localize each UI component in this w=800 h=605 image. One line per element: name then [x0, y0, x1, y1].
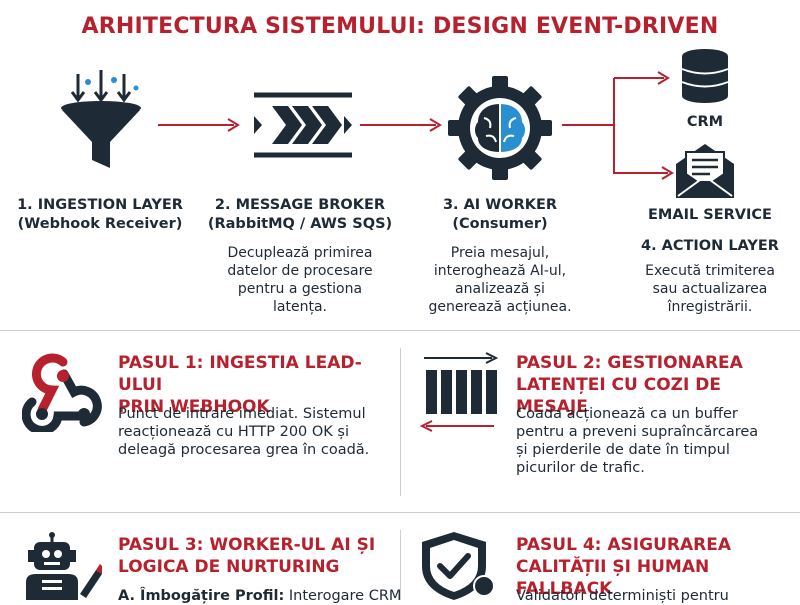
funnel-icon [61, 70, 141, 168]
flow-arrow [614, 166, 674, 180]
webhook-icon [22, 353, 102, 432]
step-3-text: A. Îmbogățire Profil: Interogare CRM [118, 588, 402, 604]
ingestion-subtitle: (Webhook Receiver) [17, 216, 183, 232]
worker-subtitle: (Consumer) [452, 216, 548, 232]
step-4-title: PASUL 4: ASIGURAREA CALITĂȚII ȘI HUMAN F… [516, 535, 731, 599]
crm-label: CRM [686, 114, 724, 130]
broker-title: 2. MESSAGE BROKER [214, 197, 386, 213]
page-title: ARHITECTURA SISTEMULUI: DESIGN EVENT-DRI… [81, 14, 719, 39]
robot-icon [26, 532, 102, 600]
step-1-title: PASUL 1: INGESTIA LEAD-ULUI PRIN WEBHOOK [118, 353, 362, 417]
flow-arrow [562, 124, 614, 126]
step-4-text: Validatori determiniști pentru [516, 588, 729, 604]
flow-arrow [158, 118, 240, 132]
divider [400, 348, 401, 496]
ingestion-title: 1. INGESTION LAYER [17, 197, 183, 213]
architecture-diagram: CRM 1. INGESTION LAYER (Webhook Receiver… [0, 49, 800, 330]
action-title: 4. ACTION LAYER [641, 238, 779, 254]
worker-title: 3. AI WORKER [442, 197, 558, 213]
step-1-text: Punct de intrare imediat. Sistemul reacț… [118, 406, 370, 458]
ai-gear-icon [448, 76, 552, 180]
ingestion-layer: 1. INGESTION LAYER (Webhook Receiver) [10, 196, 190, 234]
shield-check-icon [422, 532, 495, 600]
action-description: Execută trimiterea sau actualizarea înre… [645, 263, 775, 315]
divider [0, 512, 800, 513]
worker-description: Preia mesajul, interoghează AI-ul, anali… [428, 245, 572, 315]
step-3-title: PASUL 3: WORKER-UL AI ȘI LOGICA DE NURTU… [118, 535, 376, 577]
email-service-label: EMAIL SERVICE [648, 207, 772, 223]
broker-description: Decuplează primirea datelor de procesare… [227, 245, 373, 315]
action-layer: EMAIL SERVICE 4. ACTION LAYER Execută tr… [620, 206, 800, 316]
message-broker: 2. MESSAGE BROKER (RabbitMQ / AWS SQS) D… [200, 196, 400, 316]
ai-worker: 3. AI WORKER (Consumer) Preia mesajul, i… [410, 196, 590, 316]
flow-arrow [360, 118, 442, 132]
envelope-icon [676, 144, 734, 198]
broker-subtitle: (RabbitMQ / AWS SQS) [207, 216, 393, 232]
divider [400, 530, 401, 600]
fork-arrow [613, 71, 670, 174]
message-queue-icon [254, 92, 352, 158]
divider [0, 330, 800, 331]
step-2-text: Coada acționează ca un buffer pentru a p… [516, 406, 759, 476]
queue-icon [419, 352, 499, 432]
step-2-title: PASUL 2: GESTIONAREA LATENȚEI CU COZI DE… [516, 353, 743, 417]
database-icon [681, 49, 729, 103]
